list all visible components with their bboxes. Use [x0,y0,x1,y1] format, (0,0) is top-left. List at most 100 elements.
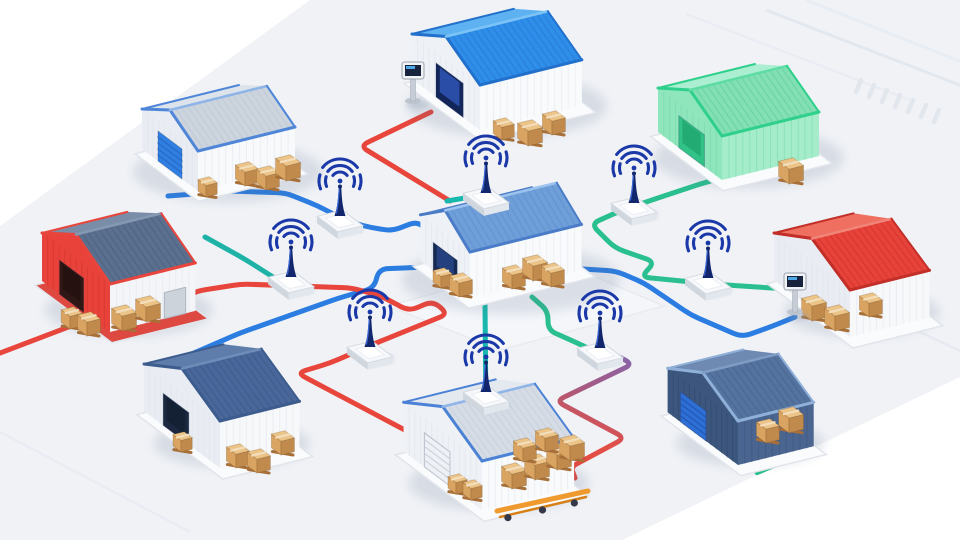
roof-far-slope [658,64,787,90]
wifi-signal-icon [463,134,509,168]
roof-ridge [168,84,269,112]
wifi-antenna-ap-3 [461,134,511,216]
cargo-box [246,448,272,475]
door-inner [439,67,460,107]
wifi-antennas [266,134,733,415]
roof-ridge [701,352,780,374]
roof-eave-trim [196,125,297,153]
side-wall [480,59,582,130]
kiosk-pole [792,289,798,313]
warehouse-mid-left-red [33,210,213,344]
wifi-signal-icon [347,288,393,322]
warehouse-center-periwinkle [401,181,621,315]
roof-ridge [74,212,163,236]
roof-far-slope [774,213,892,239]
cargo-box [501,264,527,291]
roof-far-slope [42,211,162,235]
warehouse-door [157,130,183,180]
road-line-1 [805,0,960,63]
roof-eave-trim [736,400,816,423]
kiosk-pole [410,78,416,102]
kiosk-screen [787,276,803,287]
cart-wheel [570,499,578,507]
cargo-box [777,157,805,186]
cable-red-topcenter [361,109,453,204]
cart-wheel [504,514,512,522]
warehouse-bottom-right-navy [659,348,828,477]
door-inner [682,119,701,157]
cart-wheel [538,506,547,514]
cargo-box [255,165,281,192]
cargo-box [534,427,560,454]
warehouse-top-left-silver [133,84,324,203]
roof-eave-trim [720,110,821,138]
cargo-box [270,430,296,457]
warehouse-door [423,431,451,488]
wifi-antenna-ap-7 [461,333,511,415]
roof-far-slope [412,8,548,37]
roof-eave-trim [468,222,584,254]
cable-teal-to-b [202,234,276,280]
wifi-signal-icon [317,157,363,191]
wifi-signal-icon [611,144,657,178]
kiosk-2 [783,272,810,320]
warehouses [33,7,945,523]
cargo-box [558,434,586,463]
roof-ridge [444,10,550,38]
side-wall [722,112,819,180]
cable-blue-center-to-kiosk [564,265,798,338]
road-line-4 [0,430,191,534]
cargo-box [225,443,251,470]
warehouse-top-right-green [648,63,844,192]
cargo-box [823,304,851,333]
cargo-box [500,462,528,491]
wifi-antenna-ap-6 [345,288,395,370]
roof-ridge [180,347,263,370]
kiosks [401,61,810,320]
cargo-box [76,311,102,338]
wifi-signal-icon [268,218,314,252]
cargo-box [134,295,162,324]
cargo-box [462,479,484,503]
cargo-box [197,176,219,200]
wifi-signal-icon [685,219,731,253]
side-panel [163,286,187,320]
kiosk-screen [405,65,421,76]
cargo-box [540,262,566,289]
cargo-box [755,418,781,445]
pallet-cart [494,488,591,522]
wifi-antenna-ap-5 [683,219,733,301]
roof-ridge [810,217,893,240]
road-line-0 [765,8,960,87]
cargo-box [172,431,194,455]
door-inner [436,245,454,279]
crosswalk-markings [853,77,942,125]
wifi-antenna-ap-1 [315,157,365,239]
cargo-box [274,154,302,183]
cargo-box [541,110,567,137]
side-wall [850,270,930,337]
roof-far-slope [142,85,267,110]
roof-eave-trim [108,261,197,286]
cargo-box [858,292,884,319]
roof-far-slope [144,344,262,369]
cargo-box [110,304,138,333]
cargo-box [523,453,551,482]
roof-eave-trim [848,268,932,292]
side-wall [198,127,295,191]
door-inner [63,264,81,302]
door-inner [166,397,186,435]
roof-near-slope [170,86,295,151]
wifi-signal-icon [463,333,509,367]
wifi-antenna-ap-8 [575,289,625,371]
roof-eave-trim [478,58,584,87]
cargo-box [777,406,805,435]
cargo-box [516,119,544,148]
wifi-signal-icon [577,289,623,323]
kiosk-screen-glow [406,66,415,69]
roof-ridge [688,64,789,92]
cargo-box [492,117,516,142]
wifi-antenna-ap-4 [609,144,659,226]
